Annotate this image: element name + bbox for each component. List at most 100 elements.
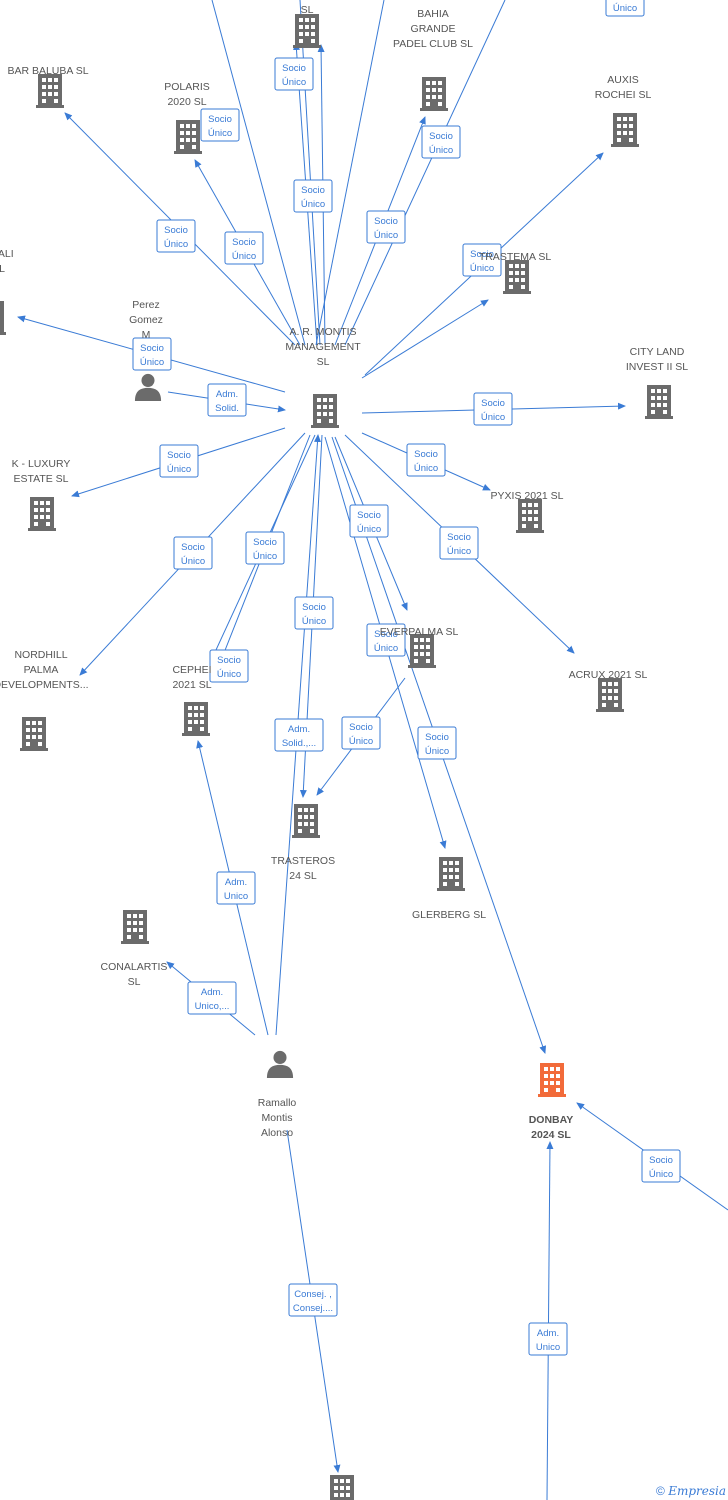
highlighted-building-icon bbox=[538, 1063, 566, 1097]
company-node[interactable]: BAR BALUBA SL bbox=[7, 65, 89, 108]
node-name: TRASTEMA SL bbox=[479, 251, 552, 263]
relation-label-text: Único bbox=[167, 464, 191, 475]
building-icon bbox=[182, 702, 210, 736]
node-name: GRANDE bbox=[411, 23, 456, 35]
footer-credit: © Empresia bbox=[656, 1484, 726, 1498]
relation-label-text: Socio bbox=[253, 537, 277, 548]
node-name: ROCHEI SL bbox=[595, 89, 652, 101]
relation-edge bbox=[546, 1141, 554, 1500]
relation-label-text: Único bbox=[470, 263, 494, 274]
company-node[interactable]: PYXIS 2021 SL bbox=[491, 490, 564, 533]
relation-label[interactable]: Consej. ,Consej.... bbox=[288, 1283, 338, 1317]
relation-label-text: Único bbox=[613, 3, 637, 14]
relation-label-text: Socio bbox=[349, 722, 373, 733]
relation-label[interactable]: Adm. Solid.,... bbox=[274, 718, 324, 752]
relation-label-text: Único bbox=[447, 546, 471, 557]
company-node[interactable]: ACRUX 2021 SL bbox=[569, 669, 648, 712]
relation-label-text: Socio bbox=[481, 398, 505, 409]
relation-label[interactable]: Adm.Unico bbox=[528, 1322, 568, 1356]
node-name: L bbox=[0, 263, 5, 275]
relation-label[interactable]: Adm.Unico bbox=[216, 871, 256, 905]
relation-label-text: Único bbox=[208, 128, 232, 139]
company-node[interactable]: AUXIS ROCHEI SL bbox=[595, 74, 652, 147]
company-node[interactable]: TRASTEMA SL bbox=[479, 251, 552, 294]
person-icon bbox=[266, 1050, 294, 1078]
building-icon bbox=[174, 120, 202, 154]
node-name: AUXIS bbox=[607, 74, 639, 86]
relation-label-text: Socio bbox=[232, 237, 256, 248]
relation-label-text: Único bbox=[349, 736, 373, 747]
node-name: NORDHILL bbox=[14, 649, 67, 661]
company-node[interactable]: GLERBERG SL bbox=[412, 857, 486, 921]
relation-label-text: Único bbox=[414, 463, 438, 474]
relation-label-text: Socio bbox=[208, 114, 232, 125]
relation-label-text: Socio bbox=[374, 216, 398, 227]
relation-edge bbox=[315, 0, 385, 346]
relation-label-text: Socio bbox=[181, 542, 205, 553]
company-node[interactable]: SL bbox=[293, 4, 321, 48]
relation-label[interactable]: Adm.Unico,... bbox=[187, 981, 237, 1015]
node-name: GLERBERG SL bbox=[412, 909, 486, 921]
building-icon bbox=[516, 499, 544, 533]
empresia-logo[interactable]: Empresia bbox=[668, 1484, 726, 1498]
node-name: K - LUXURY bbox=[12, 458, 71, 470]
company-node[interactable] bbox=[328, 1475, 356, 1500]
relation-label-text: Socio bbox=[374, 629, 398, 640]
relation-label[interactable]: Adm.Solid. bbox=[207, 383, 247, 417]
relation-label-text: Único bbox=[357, 524, 381, 535]
relation-label-text: Solid.,... bbox=[282, 738, 316, 749]
relation-label-text: Adm. bbox=[225, 877, 247, 888]
relation-label-text: Adm. bbox=[288, 724, 310, 735]
relation-label-text: Socio bbox=[217, 655, 241, 666]
node-name: SL bbox=[317, 356, 330, 368]
node-name: TRASTEROS bbox=[271, 855, 335, 867]
node-name: M bbox=[142, 329, 151, 341]
relation-label-text: Único bbox=[282, 77, 306, 88]
company-node[interactable]: NORDHILLPALMADEVELOPMENTS... bbox=[0, 649, 89, 751]
building-icon bbox=[420, 77, 448, 111]
relation-label-text: Socio bbox=[414, 449, 438, 460]
relation-label-text: Socio bbox=[167, 450, 191, 461]
company-node[interactable]: EVERPALMA SL bbox=[380, 626, 459, 668]
company-node[interactable]: RALIL bbox=[0, 248, 14, 335]
building-icon bbox=[28, 497, 56, 531]
relation-label-text: Socio bbox=[470, 249, 494, 260]
node-name: Montis bbox=[262, 1112, 293, 1124]
relation-label-text: Socio bbox=[425, 732, 449, 743]
building-icon bbox=[36, 74, 64, 108]
